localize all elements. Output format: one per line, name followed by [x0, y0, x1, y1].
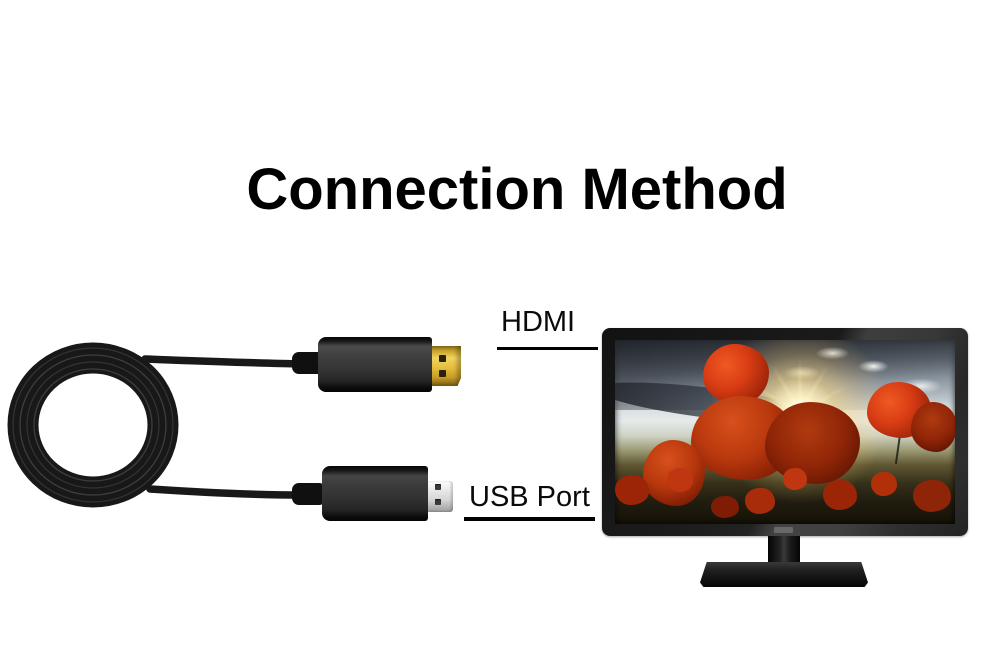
poppy-blob — [783, 468, 807, 490]
page-title: Connection Method — [246, 157, 788, 222]
poppy-blob — [823, 480, 857, 510]
usb-plug-metal-tip — [428, 481, 453, 512]
monitor-stand-base — [700, 562, 868, 587]
poppy-blob — [745, 488, 775, 514]
usb-contact-hole — [435, 499, 441, 505]
usb-contact-hole — [435, 484, 441, 490]
poppy-flower — [703, 344, 769, 404]
hdmi-connector — [318, 337, 432, 392]
hdmi-plug-gold-tip — [432, 346, 461, 386]
usb-connector — [322, 466, 428, 521]
poppy-flower — [911, 402, 955, 452]
coiled-cable-icon — [7, 342, 179, 508]
monitor — [602, 328, 968, 590]
usb-label-underline — [464, 517, 595, 521]
hdmi-label-underline — [497, 347, 598, 350]
usb-port-label: USB Port — [469, 481, 590, 513]
strain-relief-boots — [292, 352, 326, 505]
monitor-stand-neck — [768, 536, 800, 564]
poppy-blob — [667, 468, 693, 492]
poppy-blob — [615, 475, 649, 505]
monitor-screen-poppy-image — [615, 340, 955, 524]
hdmi-contact — [439, 370, 446, 377]
poppy-blob — [871, 472, 897, 496]
monitor-brand-logo — [774, 527, 793, 533]
poppy-flower — [765, 402, 860, 484]
poppy-blob — [711, 496, 739, 518]
cable-runs — [141, 355, 308, 499]
hdmi-contact — [439, 355, 446, 362]
hdmi-label: HDMI — [501, 306, 576, 338]
poppy-blob — [913, 480, 951, 512]
